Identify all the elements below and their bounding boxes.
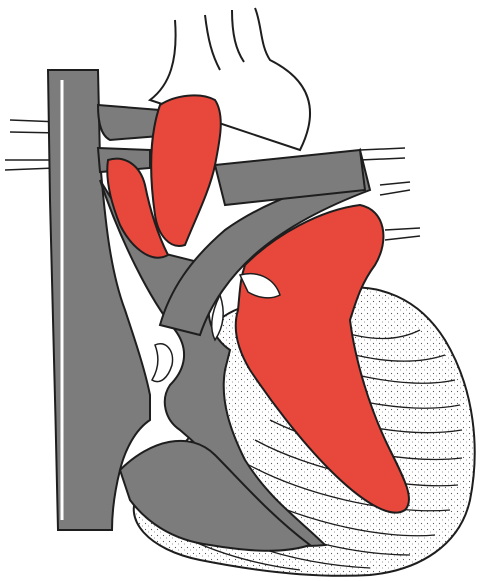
tricuspid-valve xyxy=(152,344,173,382)
left-atrium-upper xyxy=(151,95,221,246)
